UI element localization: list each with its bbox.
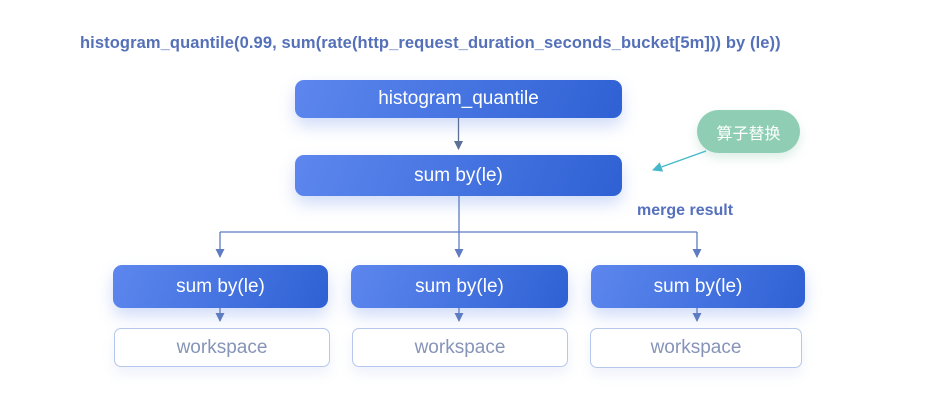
node-histogram-quantile-label: histogram_quantile [378, 88, 539, 109]
node-workspace-label: workspace [414, 336, 506, 358]
node-sum-child-label: sum by(le) [653, 275, 743, 297]
query-title: histogram_quantile(0.99, sum(rate(http_r… [80, 34, 781, 52]
node-sum-child-label: sum by(le) [415, 275, 504, 297]
operator-replace-badge: 算子替换 [697, 110, 800, 153]
connector-split-bus [220, 196, 697, 233]
node-sum-child: sum by(le) [113, 265, 328, 308]
badge-callout-arrow [652, 150, 707, 172]
node-histogram-quantile: histogram_quantile [295, 80, 622, 118]
node-sum-child: sum by(le) [351, 265, 568, 308]
node-sum-child: sum by(le) [591, 265, 805, 308]
merge-result-label: merge result [637, 202, 734, 219]
node-workspace-label: workspace [650, 337, 742, 358]
node-workspace-label: workspace [176, 336, 268, 358]
node-workspace: workspace [590, 328, 802, 368]
operator-replace-badge-label: 算子替换 [716, 125, 781, 143]
node-sum-root-label: sum by(le) [414, 164, 503, 186]
node-workspace: workspace [114, 328, 330, 367]
node-sum-child-label: sum by(le) [176, 275, 265, 297]
node-sum-root: sum by(le) [295, 155, 622, 196]
node-workspace: workspace [352, 328, 568, 367]
